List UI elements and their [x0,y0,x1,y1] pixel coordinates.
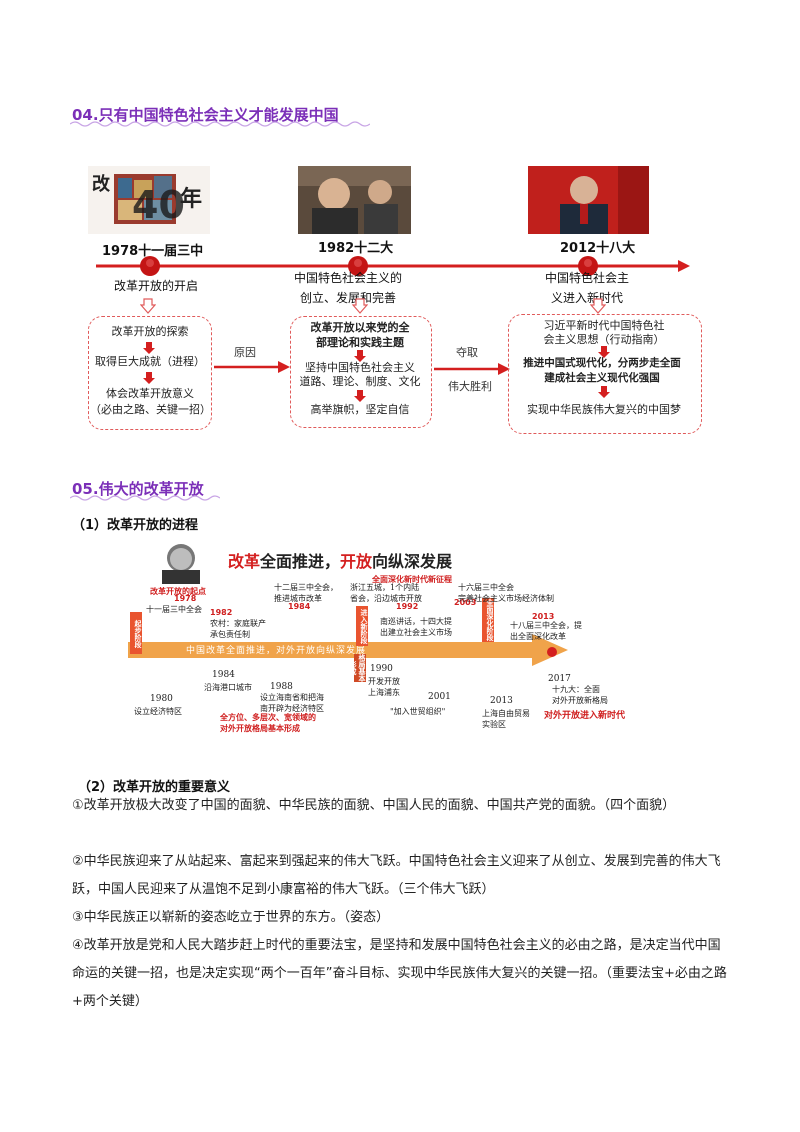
title-underline-wave [70,495,220,501]
top-event-year: 1982 [210,608,233,617]
box2-line-1: 坚持中国特色社会主义 [305,361,415,374]
top-event-text: 南巡讲话，十四大提 出建立社会主义市场 [380,617,452,637]
box1-line-2: 取得巨大成就（进程） [95,355,205,368]
red-down-arrow-icon [354,390,366,402]
top-event-year: 2003 [454,598,477,607]
bottom-event-year: 2013 [490,696,513,706]
headline-reform: 改革 [228,552,261,571]
section-05-title: 05.伟大的改革开放 [72,480,204,498]
node-1-year: 1978十一届三中 [102,244,204,259]
svg-text:改: 改 [92,173,111,195]
headline-open: 开放 [340,552,373,571]
photo-40-years: 改 40 年 [88,166,210,234]
bottom-event-year: 1990 [370,664,393,674]
red-down-arrow-icon [354,350,366,362]
box3-last-line: 实现中华民族伟大复兴的中国梦 [527,403,681,416]
box1-line-1: 改革开放的探索 [111,325,189,338]
all-round-opening-label: 全方位、多层次、宽领域的 对外开放格局基本形成 [220,713,316,733]
node-2-year: 1982十二大 [318,241,394,256]
bottom-event-text: 十九大：全面 对外开放新格局 [552,685,608,705]
svg-text:40: 40 [132,183,185,227]
section-04-title: 04.只有中国特色社会主义才能发展中国 [72,106,339,124]
box2-line-3: 高举旗帜，坚定自信 [310,403,410,416]
down-arrow-icon [352,298,368,314]
top-event-text: 十八届三中全会，提 出全面深化改革 [510,621,582,641]
box-theme [290,316,432,428]
photo-leader-2012 [528,166,649,234]
top-event-text: 浙江五城，1个内陆 省会，沿边城市开放 [350,583,422,603]
box1-line-3: 体会改革开放意义 [106,387,194,400]
headline-part4: 向纵深发展 [372,552,453,571]
node-3-caption: 中国特色社会主 义进入新时代 [544,271,629,305]
arrow-label-victory: 伟大胜利 [448,380,492,393]
bottom-event-text: 开发开放 上海浦东 [368,677,400,697]
timeline-end-dot [547,647,557,657]
timeline-arrow [96,256,690,276]
down-arrow-icon [140,298,156,314]
stage-basic: 格局基本形成 [349,654,366,682]
photo-leader-1982 [298,166,411,234]
box2-title: 改革开放以来党的全 部理论和实践主题 [310,321,410,349]
right-arrow-icon [214,361,290,373]
red-down-arrow-icon [598,346,610,358]
subheading-significance: （2）改革开放的重要意义 [78,780,231,795]
top-event-year: 1978 [174,594,197,603]
node-1-caption: 改革开放的开启 [113,279,198,293]
bottom-event-text: 上海自由贸易 实验区 [482,709,530,729]
svg-text:年: 年 [180,186,202,212]
top-event-text: 十二届三中全会， 推进城市改革 [274,583,338,603]
bottom-event-text: 设立海南省和把海 南开辟为经济特区 [260,693,324,713]
down-arrow-icon [590,298,606,314]
red-down-arrow-icon [143,342,155,354]
top-event-text: 十一届三中全会 [146,605,202,614]
start-label: 改革开放的起点 [150,587,206,596]
red-down-arrow-icon [598,386,610,398]
box-reform-exploration [88,316,212,430]
box3-line-1: 习近平新时代中国特色社 [543,319,665,332]
reform-timeline-infographic: 改革全面推进，开放向纵深发展 全面深化新时代新征程 改革开放的起点 中国改革全面… [128,536,688,736]
top-event-text: 农村：家庭联产 承包责任制 [210,619,266,639]
bottom-event-year: 1980 [150,694,173,704]
stage-full: 全面深化阶段 [482,598,494,642]
node-2-caption: 中国特色社会主义的 创立、发展和完善 [293,271,402,305]
box3-line-2: 会主义思想（行动指南） [543,333,665,346]
red-down-arrow-icon [143,372,155,384]
box1-line-4: （必由之路、关键一招） [90,403,211,416]
bottom-event-year: 2017 [548,674,571,684]
box2-line-2: 道路、理论、制度、文化 [299,375,421,388]
band-text: 中国改革全面推进，对外开放向纵深发展 [186,646,367,656]
box-new-era [508,314,702,434]
significance-paragraph-2: ②中华民族迎来了从站起来、富起来到强起来的伟大飞跃。中国特色社会主义迎来了从创立… [72,854,721,897]
top-event-year: 1984 [288,602,311,611]
bottom-event-year: 1984 [212,670,235,680]
box3-bold-line: 推进中国式现代化，分两步走全面 建成社会主义现代化强国 [523,357,681,384]
bottom-event-year: 1988 [270,682,293,692]
significance-paragraph-1: ①改革开放极大改变了中国的面貌、中华民族的面貌、中国人民的面貌、中国共产党的面貌… [72,798,676,813]
subheading-process: （1）改革开放的进程 [72,518,199,533]
infographic-headline: 改革全面推进，开放向纵深发展 [228,548,452,572]
stage-new: 进入新阶段 [356,606,368,646]
bottom-event-text: 设立经济特区 [134,707,182,716]
title-underline-wave [70,121,370,127]
bottom-event-year: 2001 [428,692,451,702]
stage-start: 起步阶段 [130,612,142,654]
top-event-year: 2013 [532,612,555,621]
significance-paragraph-4: ④改革开放是党和人民大踏步赶上时代的重要法宝，是坚持和发展中国特色社会主义的必由… [72,938,727,1009]
bottom-event-text: 沿海港口城市 [204,683,252,692]
deep-reform-label: 全面深化新时代新征程 [372,575,452,584]
arrow-label-reason: 原因 [234,346,256,359]
top-event-year: 1992 [396,602,419,611]
bottom-event-text: "加入世贸组织" [390,707,446,716]
portrait-photo [146,538,216,584]
significance-paragraph-3: ③中华民族正以崭新的姿态屹立于世界的东方。（姿态） [72,910,390,925]
node-3-year: 2012十八大 [560,241,636,256]
right-arrow-icon [434,363,510,375]
new-era-opening-label: 对外开放进入新时代 [544,711,626,721]
headline-part2: 全面推进， [260,552,341,571]
arrow-label-win: 夺取 [456,346,478,359]
top-event-text: 十六届三中全会 完善社会主义市场经济体制 [458,583,554,603]
